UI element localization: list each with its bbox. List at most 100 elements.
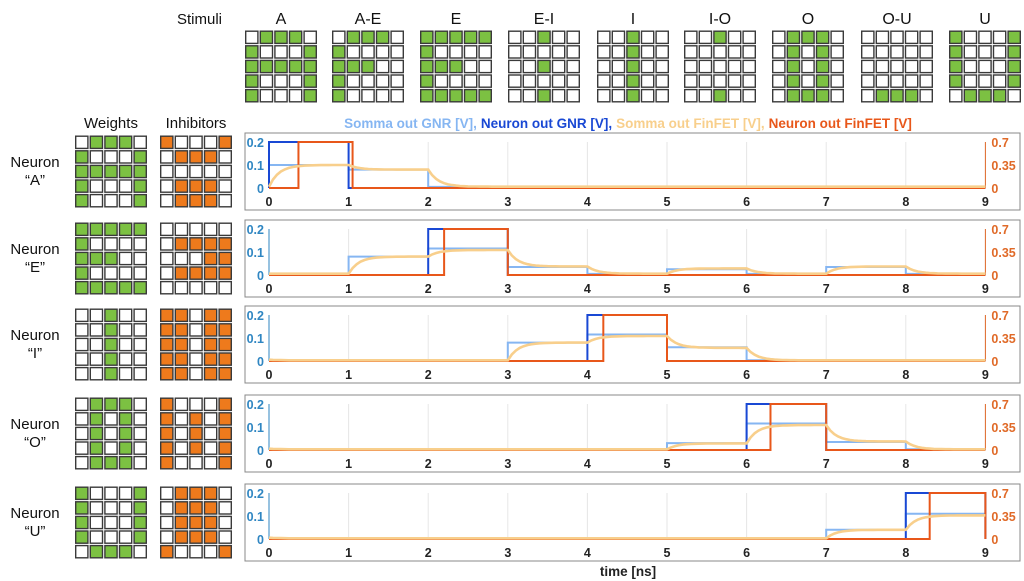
grid-cell-off (727, 45, 742, 59)
right-tick-label: 0.35 (991, 421, 1015, 435)
grid-cell-on (626, 59, 640, 74)
x-tick-label: 1 (345, 546, 352, 560)
grid-cell-off (992, 74, 1007, 88)
grid-cell-on (89, 251, 104, 266)
grid-cell-off (875, 45, 890, 59)
x-tick-label: 9 (982, 195, 989, 209)
grid-cell-on (713, 88, 727, 103)
grid-cell-off (742, 74, 756, 88)
left-tick-label: 0.2 (247, 223, 264, 237)
grid-cell-off (159, 179, 174, 193)
x-tick-label: 5 (664, 195, 671, 209)
grid-cell-on (815, 88, 830, 103)
grid-cell-off (698, 74, 713, 88)
grid-cell-on (218, 441, 233, 455)
grid-cell-off (159, 515, 174, 530)
grid-cell-on (133, 530, 148, 544)
x-tick-label: 6 (743, 546, 750, 560)
stimulus-label: E-I (534, 11, 554, 28)
grid-cell-off (390, 59, 405, 74)
grid-cell-off (597, 30, 611, 45)
grid-cell-on (463, 88, 478, 103)
grid-cell-off (655, 30, 669, 45)
right-tick-label: 0.7 (991, 487, 1008, 501)
grid-cell-on (174, 486, 189, 501)
grid-cell-on (288, 30, 303, 45)
weights-grid (74, 397, 148, 470)
grid-cell-off (89, 515, 104, 530)
grid-cell-off (133, 441, 148, 455)
grid-cell-on (420, 88, 434, 103)
weights-grid (74, 308, 148, 381)
left-tick-label: 0.1 (247, 159, 264, 173)
grid-cell-off (390, 45, 405, 59)
grid-cell-off (189, 164, 203, 179)
grid-cell-on (74, 530, 89, 544)
x-tick-label: 8 (902, 457, 909, 471)
grid-cell-off (904, 74, 919, 88)
grid-cell-off (74, 455, 89, 470)
grid-cell-off (640, 74, 655, 88)
x-tick-label: 8 (902, 368, 909, 382)
grid-cell-on (159, 397, 174, 412)
grid-cell-off (159, 280, 174, 295)
grid-cell-on (949, 74, 963, 88)
grid-cell-off (742, 30, 756, 45)
grid-cell-off (508, 30, 522, 45)
x-tick-label: 1 (345, 368, 352, 382)
grid-cell-off (104, 441, 118, 455)
grid-cell-off (174, 280, 189, 295)
left-tick-label: 0.2 (247, 309, 264, 323)
grid-cell-off (74, 441, 89, 455)
grid-cell-off (218, 164, 233, 179)
grid-cell-on (74, 251, 89, 266)
grid-cell-off (772, 59, 786, 74)
grid-cell-off (611, 74, 626, 88)
grid-cell-off (978, 74, 992, 88)
grid-cell-on (203, 530, 218, 544)
grid-cell-off (522, 45, 537, 59)
left-tick-label: 0.1 (247, 246, 264, 260)
grid-cell-off (159, 486, 174, 501)
grid-cell-on (104, 366, 118, 381)
right-tick-label: 0.35 (991, 332, 1015, 346)
grid-cell-off (118, 308, 133, 323)
grid-cell-off (89, 366, 104, 381)
grid-cell-off (259, 45, 274, 59)
grid-cell-on (104, 337, 118, 352)
x-tick-label: 2 (425, 282, 432, 296)
legend-entry: Neuron out FinFET [V] (769, 116, 912, 131)
grid-cell-off (332, 30, 346, 45)
grid-cell-off (89, 323, 104, 337)
x-tick-label: 9 (982, 368, 989, 382)
grid-cell-on (104, 135, 118, 150)
grid-cell-on (74, 280, 89, 295)
grid-cell-on (104, 280, 118, 295)
grid-cell-on (189, 193, 203, 208)
grid-cell-off (346, 45, 361, 59)
grid-cell-on (104, 308, 118, 323)
plot-frame (244, 132, 1021, 211)
grid-cell-on (118, 164, 133, 179)
grid-cell-off (74, 337, 89, 352)
grid-cell-on (949, 45, 963, 59)
grid-cell-on (74, 222, 89, 237)
grid-cell-on (203, 515, 218, 530)
grid-cell-off (288, 88, 303, 103)
grid-cell-off (174, 544, 189, 559)
grid-cell-off (463, 59, 478, 74)
grid-cell-off (449, 74, 463, 88)
right-tick-label: 0 (991, 355, 998, 369)
grid-cell-on (189, 426, 203, 441)
right-tick-label: 0.7 (991, 309, 1008, 323)
grid-cell-off (478, 74, 493, 88)
x-tick-label: 3 (504, 368, 511, 382)
grid-cell-off (640, 88, 655, 103)
neuron-finfet-line (269, 403, 986, 451)
grid-cell-on (218, 251, 233, 266)
grid-cell-on (159, 441, 174, 455)
grid-cell-off (118, 193, 133, 208)
grid-cell-on (74, 237, 89, 251)
weights-grid (74, 135, 148, 208)
grid-cell-on (174, 266, 189, 280)
